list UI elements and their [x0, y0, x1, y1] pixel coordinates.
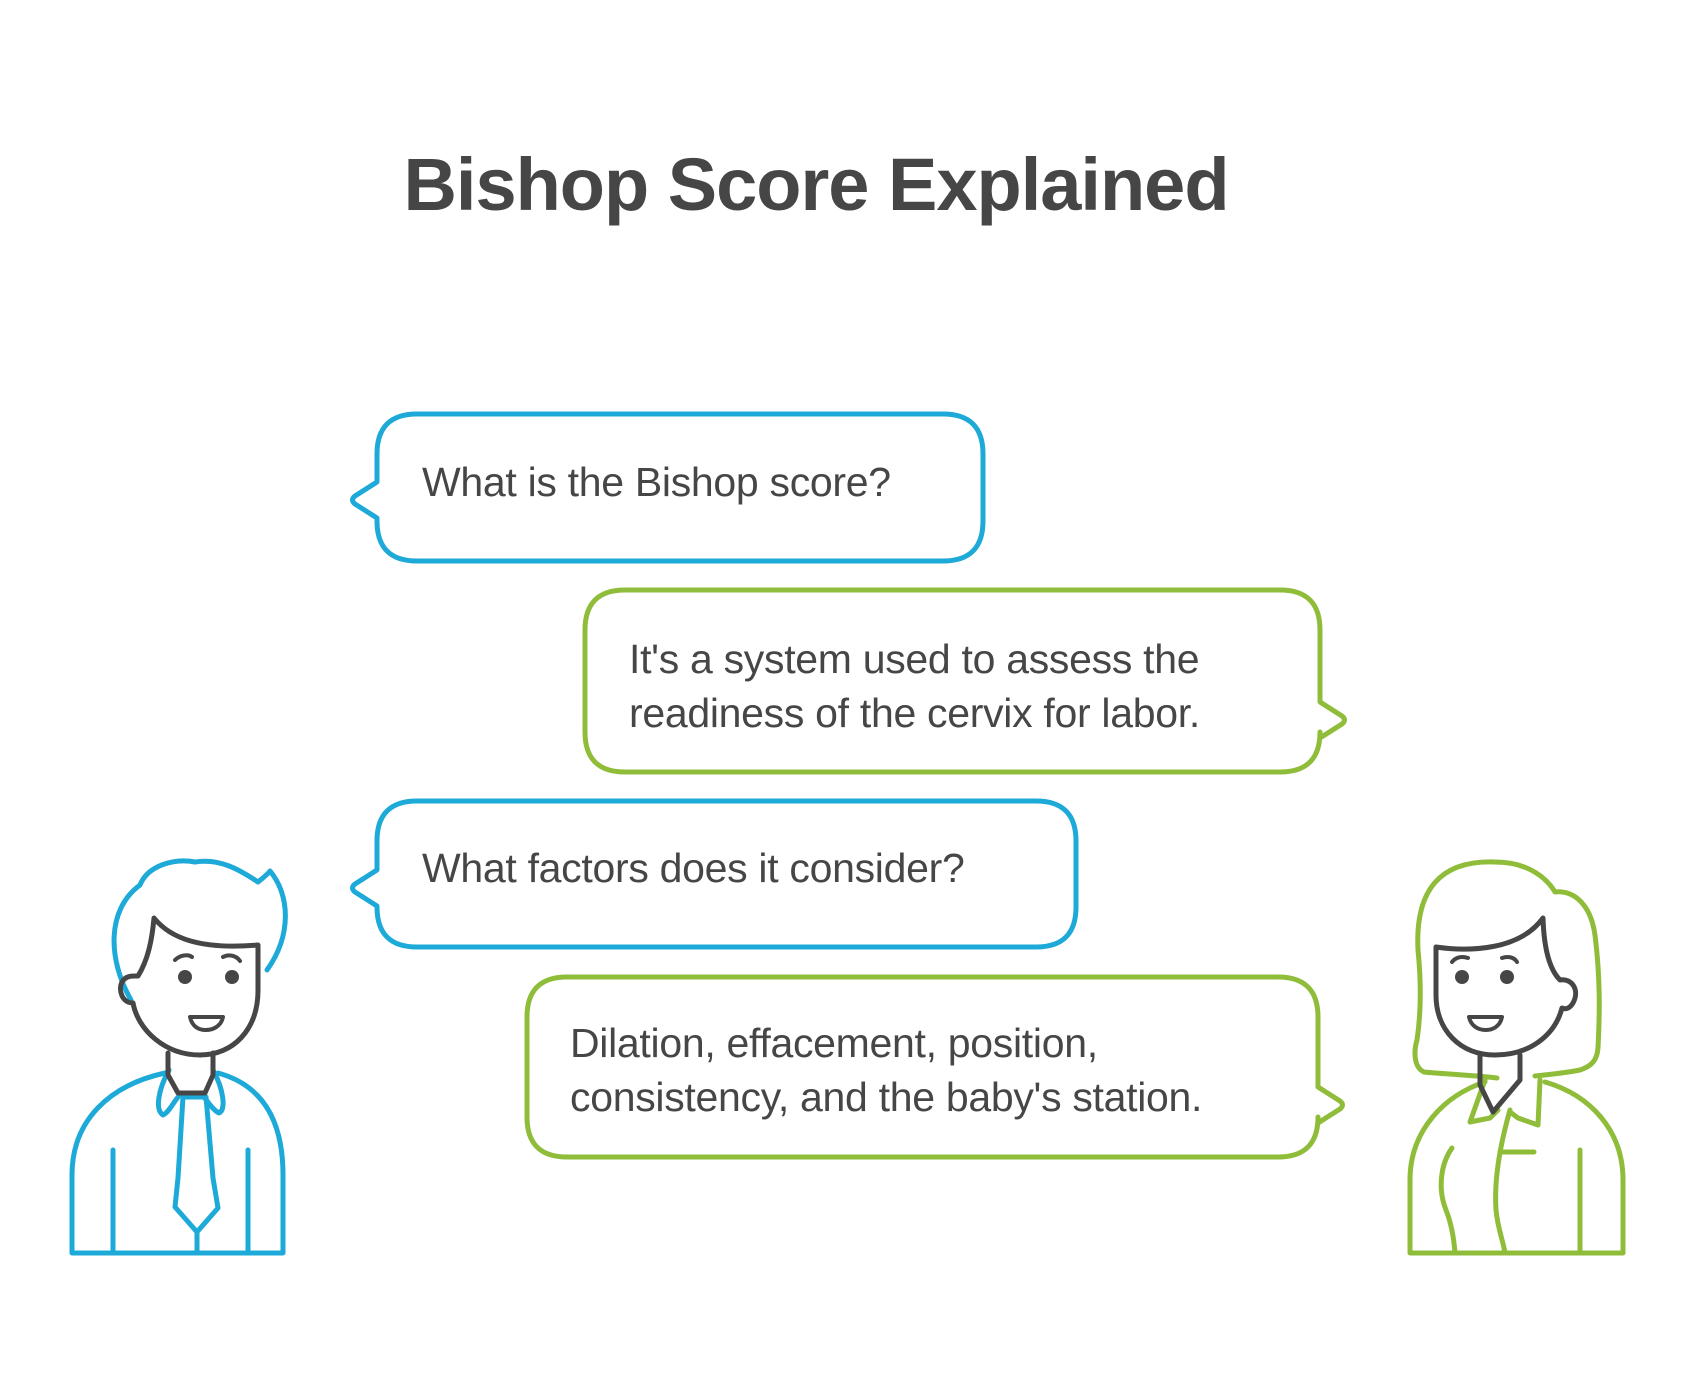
bubble-text-line: Dilation, effacement, position, — [570, 1020, 1098, 1066]
bubble-text-line: What factors does it consider? — [422, 845, 965, 891]
bubble-text-line: It's a system used to assess the — [629, 636, 1200, 682]
bubble-text-line: readiness of the cervix for labor. — [629, 690, 1200, 736]
diagram-title: Bishop Score Explained — [403, 143, 1229, 226]
bubble-text-line: What is the Bishop score? — [422, 459, 891, 505]
bubble-text-line: consistency, and the baby's station. — [570, 1074, 1203, 1120]
